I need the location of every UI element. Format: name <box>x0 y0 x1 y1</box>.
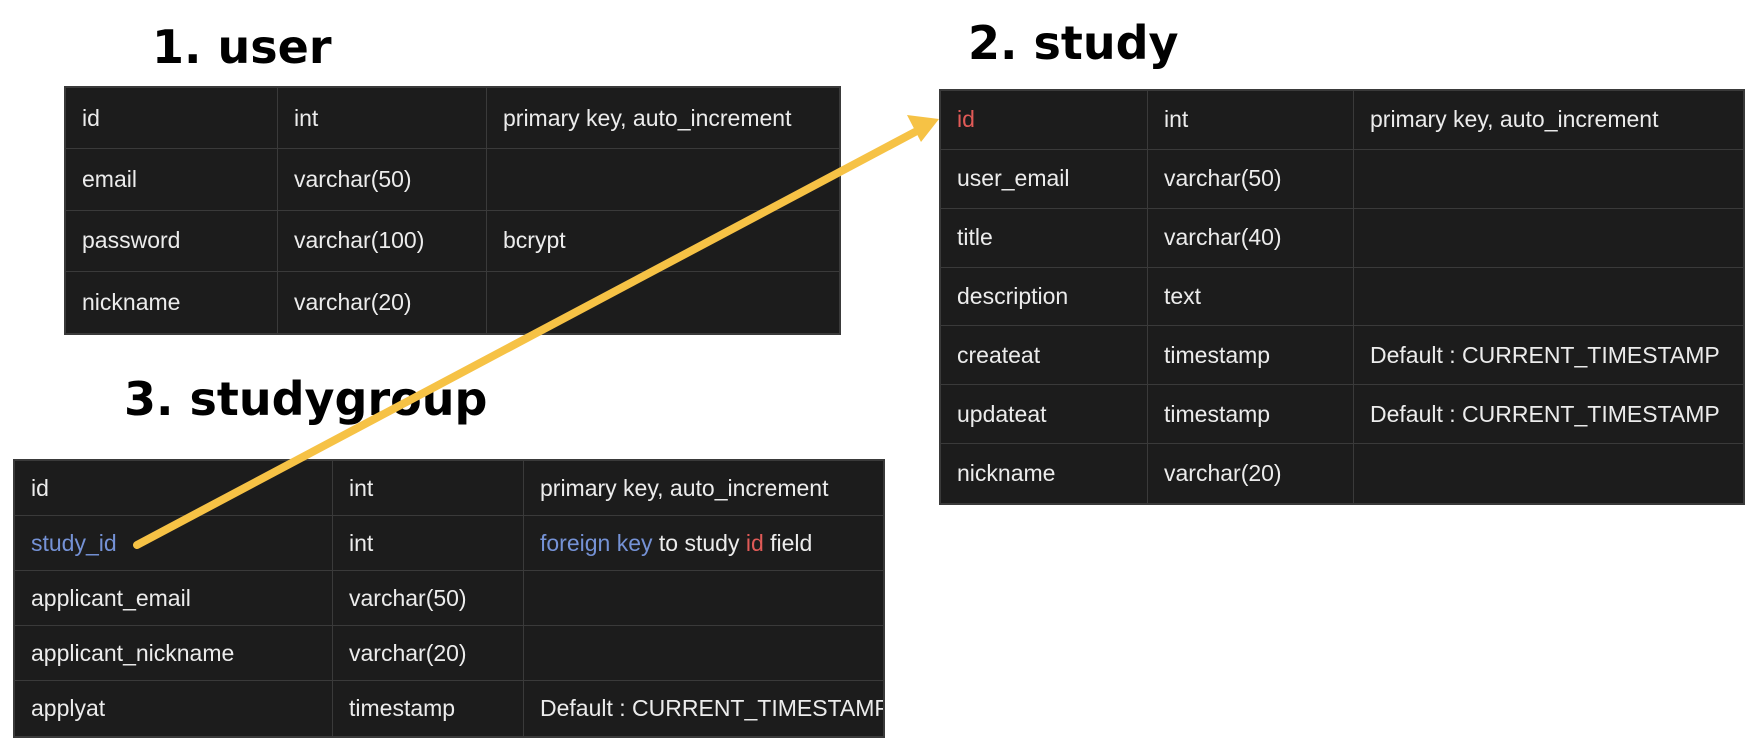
fk-field-text: field <box>763 529 813 556</box>
user-email-note <box>487 149 839 211</box>
study-id-note: primary key, auto_increment <box>1354 91 1743 150</box>
study-user-email-column-name: user_email <box>941 149 1148 209</box>
user-email-type: varchar(50) <box>278 149 487 211</box>
study-nickname-column-name: nickname <box>941 444 1148 503</box>
study-id-type: int <box>1148 91 1354 150</box>
studygroup-applicant-nickname-column-name: applicant_nickname <box>15 626 333 681</box>
studygroup-id-type: int <box>333 461 524 516</box>
study-user-email-type: varchar(50) <box>1148 149 1354 209</box>
study-updateat-column-name: updateat <box>941 385 1148 445</box>
studygroup-study-id-type: int <box>333 516 524 571</box>
study-nickname-type: varchar(20) <box>1148 444 1354 503</box>
user-table-heading: 1. user <box>152 20 332 74</box>
user-email-column-name: email <box>66 149 278 211</box>
studygroup-applicant-email-note <box>524 571 883 626</box>
fk-id-label: id <box>745 529 764 556</box>
studygroup-applicant-nickname-note <box>524 626 883 681</box>
study-user-email-note <box>1354 150 1743 209</box>
user-table: id int primary key, auto_increment email… <box>64 86 841 335</box>
studygroup-applyat-type: timestamp <box>333 681 524 736</box>
study-updateat-type: timestamp <box>1148 385 1354 445</box>
user-id-type: int <box>278 88 487 150</box>
studygroup-study-id-note: foreign key to study id field <box>524 516 883 571</box>
foreign-key-arrowhead <box>907 115 939 142</box>
fk-to-study-text: to study <box>652 529 746 556</box>
study-description-type: text <box>1148 267 1354 327</box>
user-password-note: bcrypt <box>487 211 839 272</box>
user-password-type: varchar(100) <box>278 210 487 272</box>
study-title-column-name: title <box>941 208 1148 268</box>
study-table: id int primary key, auto_increment user_… <box>939 89 1745 505</box>
user-nickname-column-name: nickname <box>66 271 278 333</box>
studygroup-applyat-column-name: applyat <box>15 681 333 736</box>
study-table-heading: 2. study <box>968 16 1179 70</box>
user-id-column-name: id <box>66 88 278 150</box>
studygroup-table: id int primary key, auto_increment study… <box>13 459 885 738</box>
study-description-note <box>1354 268 1743 327</box>
study-nickname-note <box>1354 444 1743 503</box>
studygroup-id-column-name: id <box>15 461 333 516</box>
study-updateat-note: Default : CURRENT_TIMESTAMP <box>1354 385 1743 445</box>
studygroup-applyat-note: Default : CURRENT_TIMESTAMP <box>540 695 883 721</box>
user-password-column-name: password <box>66 210 278 272</box>
user-nickname-type: varchar(20) <box>278 271 487 333</box>
studygroup-table-heading: 3. studygroup <box>124 372 488 426</box>
studygroup-applicant-nickname-type: varchar(20) <box>333 626 524 681</box>
study-createat-type: timestamp <box>1148 326 1354 386</box>
study-description-column-name: description <box>941 267 1148 327</box>
study-createat-note: Default : CURRENT_TIMESTAMP <box>1354 326 1743 386</box>
study-title-type: varchar(40) <box>1148 208 1354 268</box>
studygroup-applicant-email-type: varchar(50) <box>333 571 524 626</box>
user-nickname-note <box>487 272 839 333</box>
studygroup-study-id-column-name: study_id <box>15 516 333 571</box>
studygroup-applicant-email-column-name: applicant_email <box>15 571 333 626</box>
foreign-key-label: foreign key <box>540 529 653 556</box>
study-createat-column-name: createat <box>941 326 1148 386</box>
study-title-note <box>1354 209 1743 268</box>
user-id-note: primary key, auto_increment <box>487 88 839 150</box>
study-id-column-name: id <box>941 91 1148 150</box>
studygroup-id-note: primary key, auto_increment <box>524 461 883 516</box>
